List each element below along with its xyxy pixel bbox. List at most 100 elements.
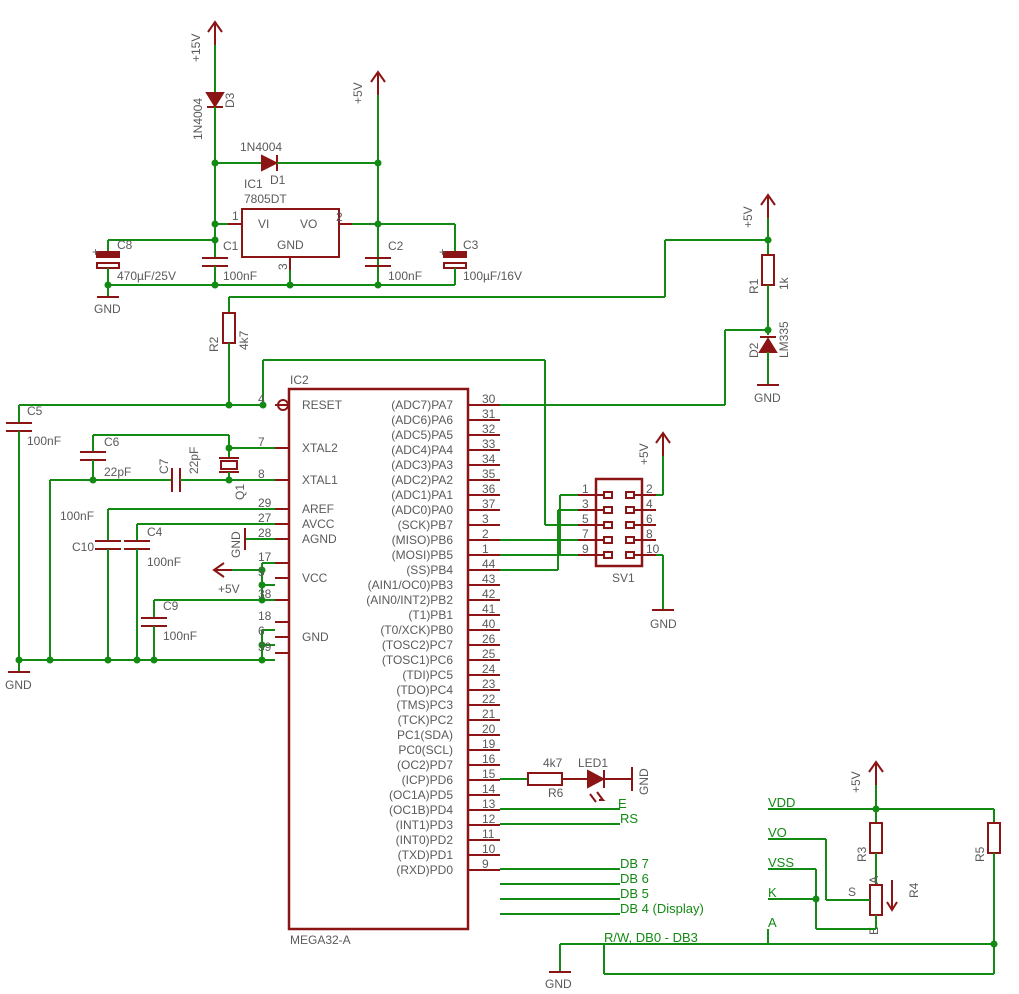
ic2-right-pin-name: (ICP)PD6 bbox=[402, 773, 454, 787]
sv1-left-pin-number: 7 bbox=[582, 527, 589, 541]
gnd-label-ps: GND bbox=[94, 302, 121, 316]
r4-ref: R4 bbox=[907, 882, 921, 898]
ic2-right-pin-name: PC0(SCL) bbox=[398, 743, 453, 757]
sv1-right-contact bbox=[625, 506, 635, 514]
led1-ref: LED1 bbox=[578, 756, 608, 770]
net-db7: DB 7 bbox=[620, 856, 649, 871]
sv1-right-contact bbox=[625, 491, 635, 499]
r3-pin-e: E bbox=[867, 927, 881, 935]
r6-ref: R6 bbox=[548, 786, 564, 800]
ic2-right-pin-name: (AIN1/OC0)PB3 bbox=[368, 578, 454, 592]
r2-ref: R2 bbox=[207, 336, 221, 352]
c4-value: 100nF bbox=[147, 555, 181, 569]
ic2-right-pin-number: 1 bbox=[482, 542, 489, 556]
c5-ref: C5 bbox=[27, 404, 43, 418]
r2-value: 4k7 bbox=[237, 330, 251, 350]
ic2-right-pin-number: 14 bbox=[482, 782, 496, 796]
r3-pin-a: A bbox=[867, 876, 881, 884]
ic2-right-pin-number: 26 bbox=[482, 632, 496, 646]
d1-value: 1N4004 bbox=[240, 140, 282, 154]
c2-ref: C2 bbox=[388, 239, 404, 253]
c6-ref: C6 bbox=[104, 435, 120, 449]
net-vo: VO bbox=[768, 825, 787, 840]
ic2-right-pin-name: (AIN0/INT2)PB2 bbox=[366, 593, 453, 607]
zener-d2 bbox=[758, 337, 778, 353]
ic2-right-pin-number: 19 bbox=[482, 737, 496, 751]
c2-value: 100nF bbox=[388, 269, 422, 283]
svg-text:+: + bbox=[92, 245, 99, 259]
ic2-right-pin-name: (OC1A)PD5 bbox=[389, 788, 453, 802]
r5-ref: R5 bbox=[973, 846, 987, 862]
ic2-right-pin-name: (OC2)PD7 bbox=[397, 758, 453, 772]
ic2-left-pin-number: 39 bbox=[258, 640, 272, 654]
ic2-right-pin-number: 9 bbox=[482, 857, 489, 871]
c10-value: 100nF bbox=[60, 509, 94, 523]
ic2-right-pin-name: (INT1)PD3 bbox=[396, 818, 454, 832]
crystal-section: C6 22pF C7 22pF Q1 bbox=[49, 434, 275, 660]
ic1-gnd: GND bbox=[277, 238, 304, 252]
ic2-left-pin-name: RESET bbox=[302, 398, 343, 412]
resistor-r6 bbox=[527, 772, 563, 786]
net-rs: RS bbox=[620, 811, 638, 826]
isp-wiring bbox=[500, 404, 725, 571]
reset-circuit: R2 4k7 C5 100nF bbox=[6, 297, 578, 660]
svg-text:+: + bbox=[439, 245, 446, 259]
supply-arrow-5v-r1 bbox=[760, 193, 776, 218]
ic2-right-pin-number: 36 bbox=[482, 482, 496, 496]
ic2-left-pin-name: XTAL2 bbox=[302, 441, 338, 455]
resistor-r1 bbox=[761, 254, 775, 286]
label-5v-vcc: +5V bbox=[218, 582, 240, 596]
label-15v: +15V bbox=[189, 34, 203, 62]
label-5v-r1: +5V bbox=[741, 206, 755, 228]
c8-ref: C8 bbox=[117, 238, 133, 252]
ic2-right-pin-number: 11 bbox=[482, 827, 495, 841]
sv1-left-contact bbox=[603, 551, 613, 559]
ic2-right-pin-number: 3 bbox=[482, 512, 489, 526]
ic2-left-pin-number: 18 bbox=[258, 609, 272, 623]
cap-c8 bbox=[96, 251, 120, 258]
gnd-label-led: GND bbox=[637, 768, 651, 795]
supply-arrow-5v-vcc bbox=[212, 562, 232, 578]
ic2-right-pin-name: (TDO)PC4 bbox=[396, 683, 453, 697]
ic2-right-pin-name: (MOSI)PB5 bbox=[392, 548, 454, 562]
ic2-right-pin-name: (ADC5)PA5 bbox=[391, 428, 453, 442]
ic1-pin1: 1 bbox=[232, 209, 239, 223]
display-nets: E RS DB 7 DB 6 DB 5 DB 4 (Display) R/W, … bbox=[500, 796, 994, 991]
sv1-right-pin-number: 4 bbox=[646, 497, 653, 511]
ic2-right-pin-name: (ADC1)PA1 bbox=[391, 488, 453, 502]
ic2-right-pin-name: (ADC2)PA2 bbox=[391, 473, 453, 487]
ic1-pin2: 2 bbox=[336, 210, 343, 224]
ic2-left-pin-name: AVCC bbox=[302, 517, 335, 531]
c4-ref: C4 bbox=[147, 525, 163, 539]
supply-arrow-5v-sv1 bbox=[655, 431, 671, 456]
sv1-left-contact bbox=[603, 506, 613, 514]
ic2-right-pin-name: (MISO)PB6 bbox=[392, 533, 454, 547]
ic2-right-pin-number: 43 bbox=[482, 572, 496, 586]
ic2-right-pins: 30(ADC7)PA731(ADC6)PA632(ADC5)PA533(ADC4… bbox=[366, 392, 500, 877]
ic1-value: 7805DT bbox=[244, 192, 287, 206]
c10-ref: C10 bbox=[72, 540, 94, 554]
net-rw: R/W, DB0 - DB3 bbox=[604, 930, 698, 945]
ic2-right-pin-number: 15 bbox=[482, 767, 496, 781]
r3-ref: R3 bbox=[855, 846, 869, 862]
ic2-right-pin-number: 32 bbox=[482, 422, 496, 436]
ic2-left-pin-number: 4 bbox=[258, 392, 265, 406]
label-5v-disp: +5V bbox=[849, 771, 863, 793]
ic2-right-pin-number: 35 bbox=[482, 467, 496, 481]
cap-c3 bbox=[443, 251, 467, 258]
c1-value: 100nF bbox=[223, 269, 257, 283]
ic2-left-pin-number: 29 bbox=[258, 496, 272, 510]
ic2-right-pin-name: (ADC0)PA0 bbox=[391, 503, 453, 517]
ic2-right-pin-name: (TXD)PD1 bbox=[398, 848, 454, 862]
ic2-left-pin-number: 27 bbox=[258, 511, 272, 525]
c9-ref: C9 bbox=[163, 599, 179, 613]
ic2-left-pin-name: AGND bbox=[302, 532, 337, 546]
ic2-right-pin-number: 2 bbox=[482, 527, 489, 541]
ic2-right-pin-name: (RXD)PD0 bbox=[396, 863, 453, 877]
analog-decoupling: 100nF C10 C4 100nF GND +5V C9 100nF bbox=[5, 508, 275, 692]
ic2-right-pin-number: 10 bbox=[482, 842, 496, 856]
ic2-right-pin-name: PC1(SDA) bbox=[397, 728, 453, 742]
